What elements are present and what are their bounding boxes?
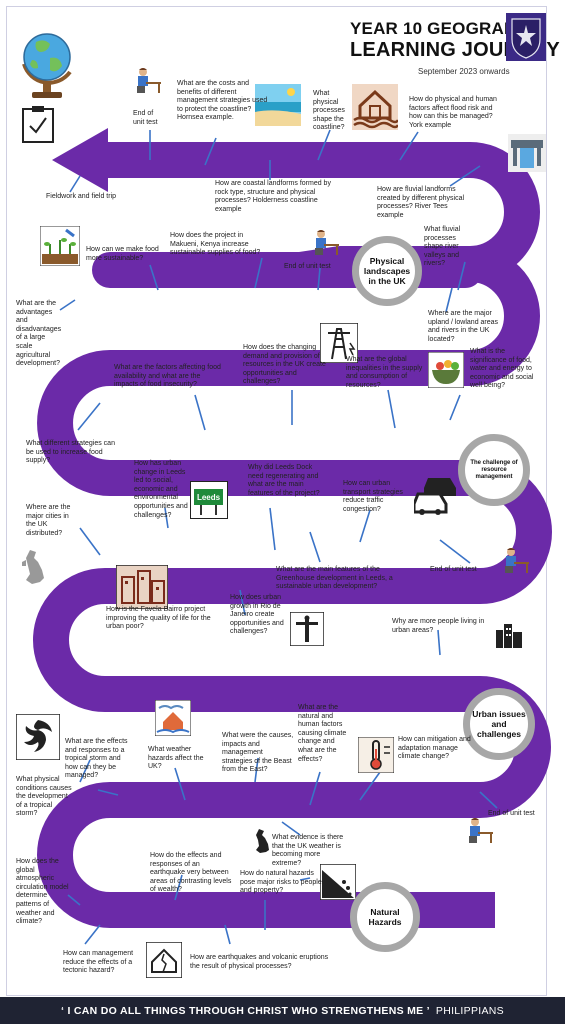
student-desk-icon — [137, 68, 161, 93]
christ-redeemer-icon — [290, 612, 324, 646]
sprouting-plants-icon — [40, 226, 80, 266]
label-atmospheric-circulation: How does the global atmospheric circulat… — [16, 858, 69, 926]
label-makueni: How does the project in Makueni, Kenya i… — [170, 232, 261, 257]
label-fluvial-landforms: How are fluvial landforms created by dif… — [377, 186, 465, 219]
earthquake-house-icon — [146, 942, 182, 978]
globe-icon — [22, 33, 72, 98]
clipboard-icon — [22, 106, 54, 143]
uk-map-icon — [22, 550, 44, 584]
label-urban-areas: Why are more people living in urban area… — [392, 618, 485, 634]
footer-quote: ‘ I CAN DO ALL THINGS THROUGH CHRIST WHO… — [61, 1004, 430, 1017]
label-weather-hazards: What weather hazards affect the UK? — [148, 746, 204, 771]
label-costs-benefits: What are the costs and benefits of diffe… — [177, 80, 268, 122]
leeds-sign: Leeds — [190, 481, 228, 519]
traffic-cars-icon — [414, 478, 456, 515]
label-transport: How can urban transport strategies reduc… — [343, 480, 403, 513]
leeds-sign-label: Leeds — [194, 489, 223, 505]
label-physical-processes-coast: What physical processes shape the coastl… — [313, 90, 345, 132]
topic-urban-issues: Urban issues and challenges — [463, 688, 535, 760]
weather-hazard-icon — [155, 700, 191, 736]
student-desk-icon — [315, 230, 339, 255]
label-natural-hazards-risk: How do natural hazards pose major risks … — [240, 870, 322, 895]
label-flood-risk: How do physical and human factors affect… — [409, 96, 497, 129]
label-favela: How is the Favela Bairro project improvi… — [106, 606, 211, 631]
student-desk-icon — [505, 548, 529, 573]
flood-house-icon — [352, 84, 398, 130]
label-rio: How does urban growth in Rio de Janeiro … — [230, 594, 284, 636]
topic-resource-management: The challenge of resource management — [458, 434, 530, 506]
school-crest-icon — [506, 13, 546, 61]
title-line-1: YEAR 10 GEOGRAPHY — [350, 19, 540, 38]
label-coastal-landforms: How are coastal landforms formed by rock… — [215, 180, 331, 213]
label-end-unit-test-3: End of unit test — [430, 566, 477, 573]
label-tropical-storm-conditions: What physical conditions causes the deve… — [16, 776, 72, 818]
landslide-icon — [320, 864, 356, 900]
label-end-unit-test-4: End of unit test — [488, 810, 535, 817]
topic-physical-landscapes: Physical landscapes in the UK — [352, 236, 422, 306]
label-greenhouse: What are the main features of the Greenh… — [276, 566, 393, 591]
label-leeds-change: How has urban change in Leeds led to soc… — [134, 460, 188, 519]
student-desk-icon — [469, 818, 493, 843]
label-end-unit-test-2: End of unit test — [284, 263, 331, 270]
label-upland-lowland: Where are the major upland / lowland are… — [428, 310, 499, 343]
dam-river-icon — [508, 134, 546, 172]
label-food-sustainable: How can we make food more sustainable? — [86, 246, 159, 262]
label-earthquake-effects: How do the effects and responses of an e… — [150, 852, 232, 894]
favela-housing-icon — [116, 565, 168, 609]
thermometer-climate-icon — [358, 737, 394, 773]
label-tropical-storm-effects: What are the effects and responses to a … — [65, 738, 128, 780]
city-skyline-icon — [496, 624, 522, 648]
label-food-availability: What are the factors affecting food avai… — [114, 364, 221, 389]
topic-natural-hazards: Natural Hazards — [350, 882, 420, 952]
label-major-cities: Where are the major cities in the UK dis… — [26, 504, 71, 537]
label-uk-weather-extreme: What evidence is there that the UK weath… — [272, 834, 344, 867]
label-food-supply: What different strategies can be used to… — [26, 440, 115, 465]
hurricane-icon — [16, 714, 60, 760]
label-significance: What is the significance of food, water … — [470, 348, 534, 390]
label-global-inequalities: What are the global inequalities in the … — [346, 356, 423, 389]
label-mitigation: How can mitigation and adaptation manage… — [398, 736, 471, 761]
label-leeds-dock: Why did Leeds Dock need regenerating and… — [248, 464, 320, 497]
footer-quote-bar: ‘ I CAN DO ALL THINGS THROUGH CHRIST WHO… — [0, 997, 565, 1024]
label-agricultural: What are the advantages and disadvantage… — [16, 300, 62, 368]
label-fieldwork: Fieldwork and field trip — [46, 193, 117, 200]
footer-source: PHILIPPIANS — [435, 1004, 504, 1017]
label-earthquakes-volcanic: How are earthquakes and volcanic eruptio… — [190, 954, 329, 970]
label-climate-factors: What are the natural and human factors c… — [298, 704, 347, 763]
label-tectonic: How can management reduce the effects of… — [63, 950, 134, 975]
label-changing-demand: How does the changing demand and provisi… — [243, 344, 326, 386]
label-fluvial-processes: What fluvial processes shape river valle… — [424, 226, 461, 268]
label-beast-from-east: What were the causes, impacts and manage… — [222, 732, 294, 774]
uk-weather-map-icon — [256, 829, 269, 853]
label-end-unit-test-1: End of unit test — [133, 110, 158, 126]
energy-pylon-icon — [320, 323, 358, 363]
beach-coastline-icon — [255, 84, 301, 126]
subtitle: September 2023 onwards — [418, 67, 510, 76]
food-bowl-icon — [428, 352, 464, 388]
